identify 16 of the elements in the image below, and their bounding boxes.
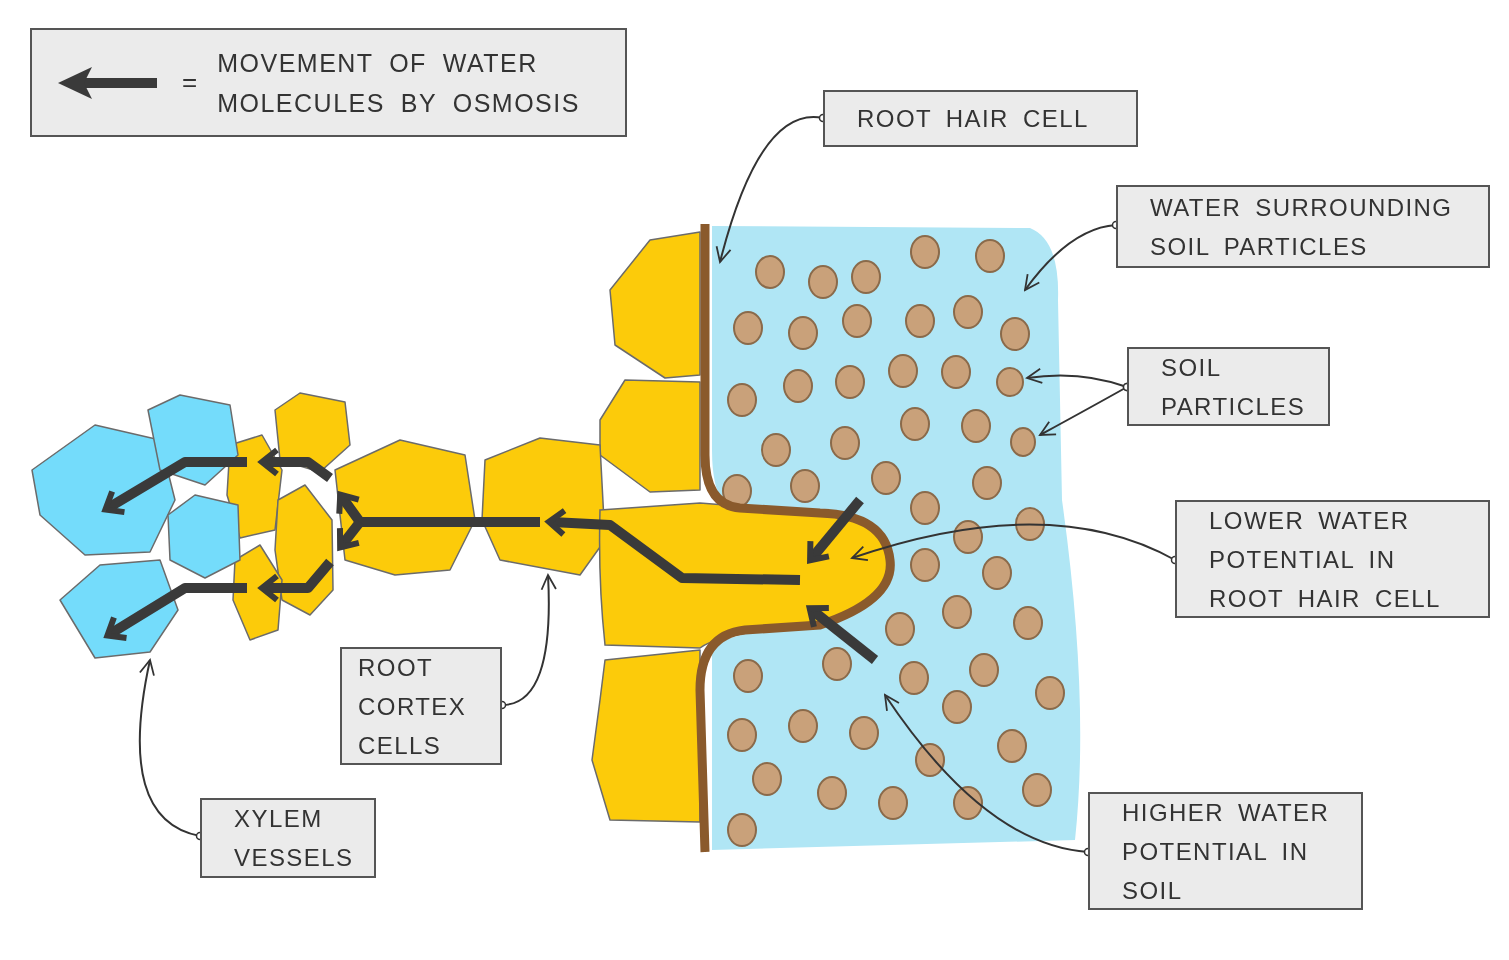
label-box xyxy=(1088,792,1363,910)
label-box xyxy=(1175,500,1490,618)
label-box xyxy=(1127,347,1330,426)
label-text: LOWER WATER POTENTIAL IN ROOT HAIR CELL xyxy=(1209,505,1442,614)
label-text: XYLEM VESSELS xyxy=(234,804,355,873)
equals-sign: = xyxy=(182,66,198,99)
label-box xyxy=(823,90,1138,147)
label-text: HIGHER WATER POTENTIAL IN SOIL xyxy=(1122,797,1331,906)
label-text: WATER SURROUNDING SOIL PARTICLES xyxy=(1150,192,1454,262)
label-text: ROOT HAIR CELL xyxy=(857,104,1090,134)
label-text: SOIL PARTICLES xyxy=(1161,352,1307,422)
label-box xyxy=(1116,185,1490,268)
label-text: ROOT CORTEX CELLS xyxy=(358,652,468,761)
legend-text: MOVEMENT OF WATER MOLECULES BY OSMOSIS xyxy=(217,47,581,119)
label-box xyxy=(340,647,502,765)
label-box xyxy=(200,798,376,878)
